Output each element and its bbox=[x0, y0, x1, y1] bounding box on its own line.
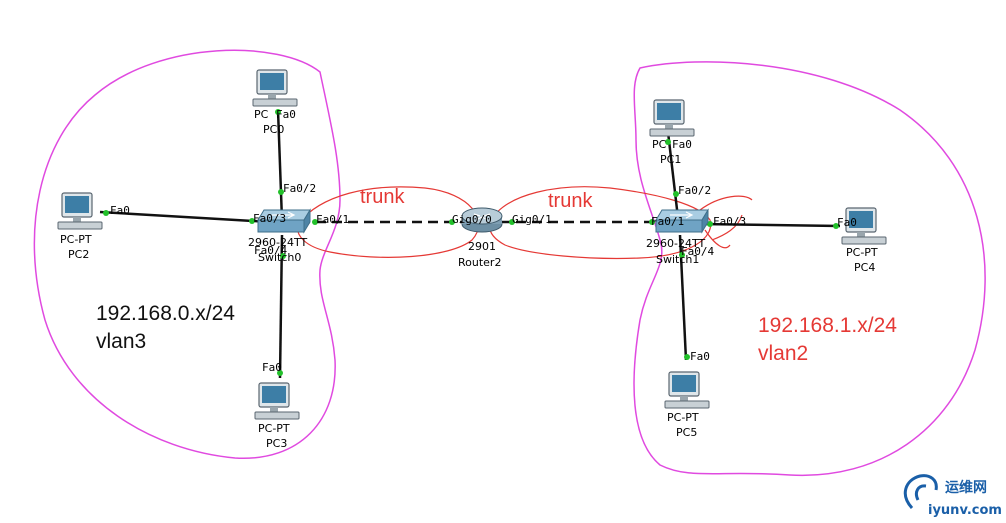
pc2-port-label: Fa0 bbox=[110, 204, 130, 217]
sw1-fa03-label: Fa0/3 bbox=[713, 215, 746, 228]
router2-model-label: 2901 bbox=[468, 240, 496, 253]
pc2-name-label: PC2 bbox=[68, 248, 89, 261]
link-switch1-pc4 bbox=[699, 222, 841, 228]
link-pc2-switch0 bbox=[99, 210, 271, 224]
switch0-name-label: Switch0 bbox=[258, 251, 301, 264]
pc0-type-label: PC bbox=[254, 108, 269, 121]
sw0-fa03-label: Fa0/3 bbox=[253, 212, 286, 225]
right-subnet-text: 192.168.1.x/24 bbox=[758, 314, 897, 337]
pc0-icon[interactable] bbox=[252, 69, 298, 107]
port-dot-pc2 bbox=[103, 210, 109, 216]
trunk-right-outline bbox=[488, 186, 712, 260]
port-dot-sw0-fa02 bbox=[278, 189, 284, 195]
link-pc1-switch1 bbox=[666, 131, 680, 219]
pc1-icon[interactable] bbox=[649, 99, 695, 137]
watermark: 运维网 iyunv.com bbox=[903, 474, 1002, 518]
right-vlan-area-outline bbox=[633, 61, 986, 477]
pc3-icon[interactable] bbox=[254, 382, 300, 420]
switch1-name-label: Switch1 bbox=[656, 253, 699, 266]
switch0-model-label: 2960-24TT bbox=[248, 236, 307, 249]
left-subnet-text: 192.168.0.x/24 bbox=[96, 302, 235, 325]
pc5-port-label: Fa0 bbox=[690, 350, 710, 363]
pc3-name-label: PC3 bbox=[266, 437, 287, 450]
link-pc0-switch0 bbox=[276, 109, 284, 221]
pc4-icon[interactable] bbox=[841, 207, 887, 245]
switch1-model-label: 2960-24TT bbox=[646, 237, 705, 250]
port-dot-sw0-fa03 bbox=[249, 218, 255, 224]
port-dot-pc5 bbox=[684, 354, 690, 360]
port-dot-pc0 bbox=[275, 109, 281, 115]
port-dots bbox=[103, 109, 839, 376]
sw0-fa04-label: Fa0/4 bbox=[254, 244, 287, 257]
pc3-type-label: PC-PT bbox=[258, 422, 290, 435]
pc2-type-label: PC-PT bbox=[60, 233, 92, 246]
port-dot-sw1-fa04 bbox=[679, 252, 685, 258]
trunk-left-text: trunk bbox=[360, 186, 405, 208]
pc4-name-label: PC4 bbox=[854, 261, 875, 274]
port-dot-sw1-fa01 bbox=[649, 219, 655, 225]
sw0-fa01-label: Fa0/1 bbox=[316, 213, 349, 226]
watermark-en-text: iyunv.com bbox=[928, 503, 1002, 518]
port-dot-r2-gig00 bbox=[449, 219, 455, 225]
port-dot-pc1 bbox=[665, 139, 671, 145]
router2-icon[interactable] bbox=[461, 207, 503, 233]
pc0-name-label: PC0 bbox=[263, 123, 284, 136]
r2-gig00-label: Gig0/0 bbox=[452, 213, 492, 226]
pc0-port-label: Fa0 bbox=[276, 108, 296, 121]
pc4-port-label: Fa0 bbox=[837, 216, 857, 229]
pc1-name-label: PC1 bbox=[660, 153, 681, 166]
link-pc3-switch0 bbox=[278, 234, 284, 379]
pc4-type-label: PC-PT bbox=[846, 246, 878, 259]
router2-name-label: Router2 bbox=[458, 256, 501, 269]
pc2-icon[interactable] bbox=[57, 192, 103, 230]
switch1-scribble bbox=[699, 195, 753, 249]
pc5-icon[interactable] bbox=[664, 371, 710, 409]
port-dot-pc3 bbox=[277, 370, 283, 376]
pc3-port-label: Fa0 bbox=[262, 361, 282, 374]
sw1-fa02-label: Fa0/2 bbox=[678, 184, 711, 197]
switch1-icon[interactable] bbox=[655, 208, 709, 234]
port-dot-r2-gig01 bbox=[509, 219, 515, 225]
pc5-name-label: PC5 bbox=[676, 426, 697, 439]
left-vlan-area-outline bbox=[33, 49, 341, 459]
right-vlan-text: vlan2 bbox=[758, 342, 808, 365]
port-dot-sw0-fa01 bbox=[312, 219, 318, 225]
sw1-fa04-label: Fa0/4 bbox=[681, 245, 714, 258]
r2-gig01-label: Gig0/1 bbox=[512, 213, 552, 226]
pc1-port-label: Fa0 bbox=[672, 138, 692, 151]
port-dot-sw1-fa03 bbox=[707, 221, 713, 227]
pc5-type-label: PC-PT bbox=[667, 411, 699, 424]
trunk-right-text: trunk bbox=[548, 190, 593, 212]
sw0-fa02-label: Fa0/2 bbox=[283, 182, 316, 195]
switch0-icon[interactable] bbox=[257, 208, 311, 234]
watermark-logo-icon bbox=[903, 474, 938, 510]
watermark-cn-text: 运维网 bbox=[945, 479, 987, 496]
trunk-left-outline bbox=[296, 186, 480, 258]
port-dot-sw1-fa02 bbox=[673, 191, 679, 197]
sw1-fa01-label: Fa0/1 bbox=[651, 215, 684, 228]
port-dot-sw0-fa04 bbox=[280, 253, 286, 259]
pc1-type-label: PC bbox=[652, 138, 667, 151]
left-vlan-text: vlan3 bbox=[96, 330, 146, 353]
port-dot-pc4 bbox=[833, 223, 839, 229]
